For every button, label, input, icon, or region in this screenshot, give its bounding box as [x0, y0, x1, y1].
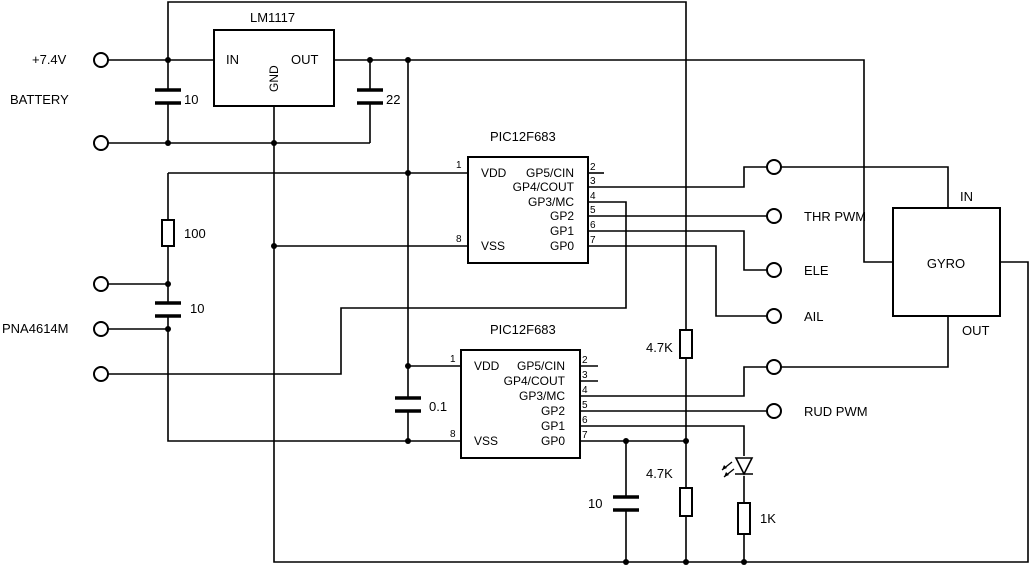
pic-top-body — [467, 156, 589, 264]
pic-top-pin-name: VSS — [481, 239, 505, 253]
pic-bottom-pin-name: GP2 — [541, 404, 565, 418]
capacitor-output — [357, 88, 383, 105]
output-ail-label: AIL — [804, 309, 824, 324]
capacitor-receiver — [155, 301, 181, 318]
terminal-receiver-vcc — [93, 276, 109, 292]
resistor-pullup-bottom — [679, 487, 693, 517]
resistor-1k — [737, 502, 751, 535]
input-source-label: BATTERY — [10, 92, 69, 107]
pic-bottom-pin-num: 6 — [582, 415, 588, 426]
terminal-gyro-in — [766, 159, 782, 175]
pic-top-pin-num: 8 — [456, 234, 462, 245]
gyro-label: GYRO — [927, 256, 965, 271]
output-ele-label: ELE — [804, 263, 829, 278]
regulator-out-label: OUT — [291, 52, 319, 67]
terminal-plus-7v4 — [93, 52, 109, 68]
pic-bottom-pin-num: 2 — [582, 355, 588, 366]
pic-bottom-pin-num: 8 — [450, 429, 456, 440]
receiver-part-label: PNA4614M — [2, 321, 68, 336]
pic-top-pin-num: 1 — [456, 160, 462, 171]
cap-output-value: 22 — [386, 92, 400, 107]
resistor-pullup-top — [679, 329, 693, 359]
pic-bottom-pin-num: 4 — [582, 385, 588, 396]
gyro-out-label: OUT — [962, 323, 990, 338]
regulator-gnd-label: GND — [267, 65, 281, 92]
terminal-ele — [766, 262, 782, 278]
led-resistor-value: 1K — [760, 511, 776, 526]
pic-top-part-label: PIC12F683 — [490, 129, 556, 144]
terminal-rud-pwm — [766, 403, 782, 419]
pic-top-pin-name: GP2 — [550, 209, 574, 223]
pic-bottom-pin-name: VDD — [474, 359, 500, 373]
pic-top-pin-num: 4 — [590, 191, 596, 202]
pic-bottom-part-label: PIC12F683 — [490, 322, 556, 337]
pic-bottom-right-pins: GP5/CIN GP4/COUT GP3/MC GP2 GP1 GP0 2 3 … — [504, 355, 588, 448]
pic-bottom-body — [460, 349, 581, 459]
capacitor-gp0 — [613, 495, 639, 512]
pic-top-pin-num: 6 — [590, 220, 596, 231]
pic-top-pin-num: 5 — [590, 205, 596, 216]
pic-bottom-pin-name: GP1 — [541, 419, 565, 433]
junctions — [165, 57, 747, 565]
pic-top-pin-name: GP4/COUT — [513, 180, 575, 194]
receiver-cap-value: 10 — [190, 301, 204, 316]
terminal-gyro-out — [766, 359, 782, 375]
terminal-thr-pwm — [766, 208, 782, 224]
cap-input-value: 10 — [184, 92, 198, 107]
cap-decoupling-value: 0.1 — [429, 399, 447, 414]
wires — [108, 1, 1029, 563]
pic-bottom-pin-name: GP4/COUT — [504, 374, 566, 388]
pic-top-pin-name: GP0 — [550, 239, 574, 253]
led-icon — [721, 457, 754, 478]
gyro-in-label: IN — [960, 189, 973, 204]
terminal-ail — [766, 308, 782, 324]
pullup-top-value: 4.7K — [646, 340, 673, 355]
pic-top-pin-name: GP1 — [550, 224, 574, 238]
pic-bottom-pin-name: VSS — [474, 434, 498, 448]
input-voltage-label: +7.4V — [32, 52, 67, 67]
pic-top-right-pins: GP5/CIN GP4/COUT GP3/MC GP2 GP1 GP0 2 3 … — [513, 162, 596, 253]
regulator-part-label: LM1117 — [250, 10, 295, 25]
pic-bottom-pin-name: GP5/CIN — [517, 359, 565, 373]
pic-top-pin-name: GP3/MC — [528, 195, 574, 209]
terminal-receiver-out — [93, 366, 109, 382]
regulator-in-label: IN — [226, 52, 239, 67]
pic-top-pin-num: 2 — [590, 162, 596, 173]
cap-gp0-value: 10 — [588, 496, 602, 511]
regulator-body — [213, 29, 335, 107]
capacitor-decoupling — [395, 396, 421, 413]
output-thr-label: THR PWM — [804, 209, 866, 224]
receiver-resistor-value: 100 — [184, 226, 206, 241]
pic-bottom-pin-num: 3 — [582, 370, 588, 381]
terminal-battery-neg — [93, 135, 109, 151]
pic-bottom-pin-name: GP0 — [541, 434, 565, 448]
pic-bottom-pin-num: 5 — [582, 400, 588, 411]
terminals — [93, 52, 782, 419]
gyro-body — [892, 207, 1001, 317]
resistor-100 — [161, 219, 175, 247]
pic-bottom-pin-num: 1 — [450, 354, 456, 365]
pic-top-pin-name: VDD — [481, 166, 507, 180]
terminal-receiver-gnd — [93, 321, 109, 337]
pic-top-pin-num: 3 — [590, 176, 596, 187]
output-rud-label: RUD PWM — [804, 404, 868, 419]
pic-bottom-pin-num: 7 — [582, 430, 588, 441]
pullup-bottom-value: 4.7K — [646, 466, 673, 481]
pic-top-pin-name: GP5/CIN — [526, 166, 574, 180]
pic-bottom-pin-name: GP3/MC — [519, 389, 565, 403]
pic-top-pin-num: 7 — [590, 235, 596, 246]
capacitor-input — [155, 88, 181, 105]
